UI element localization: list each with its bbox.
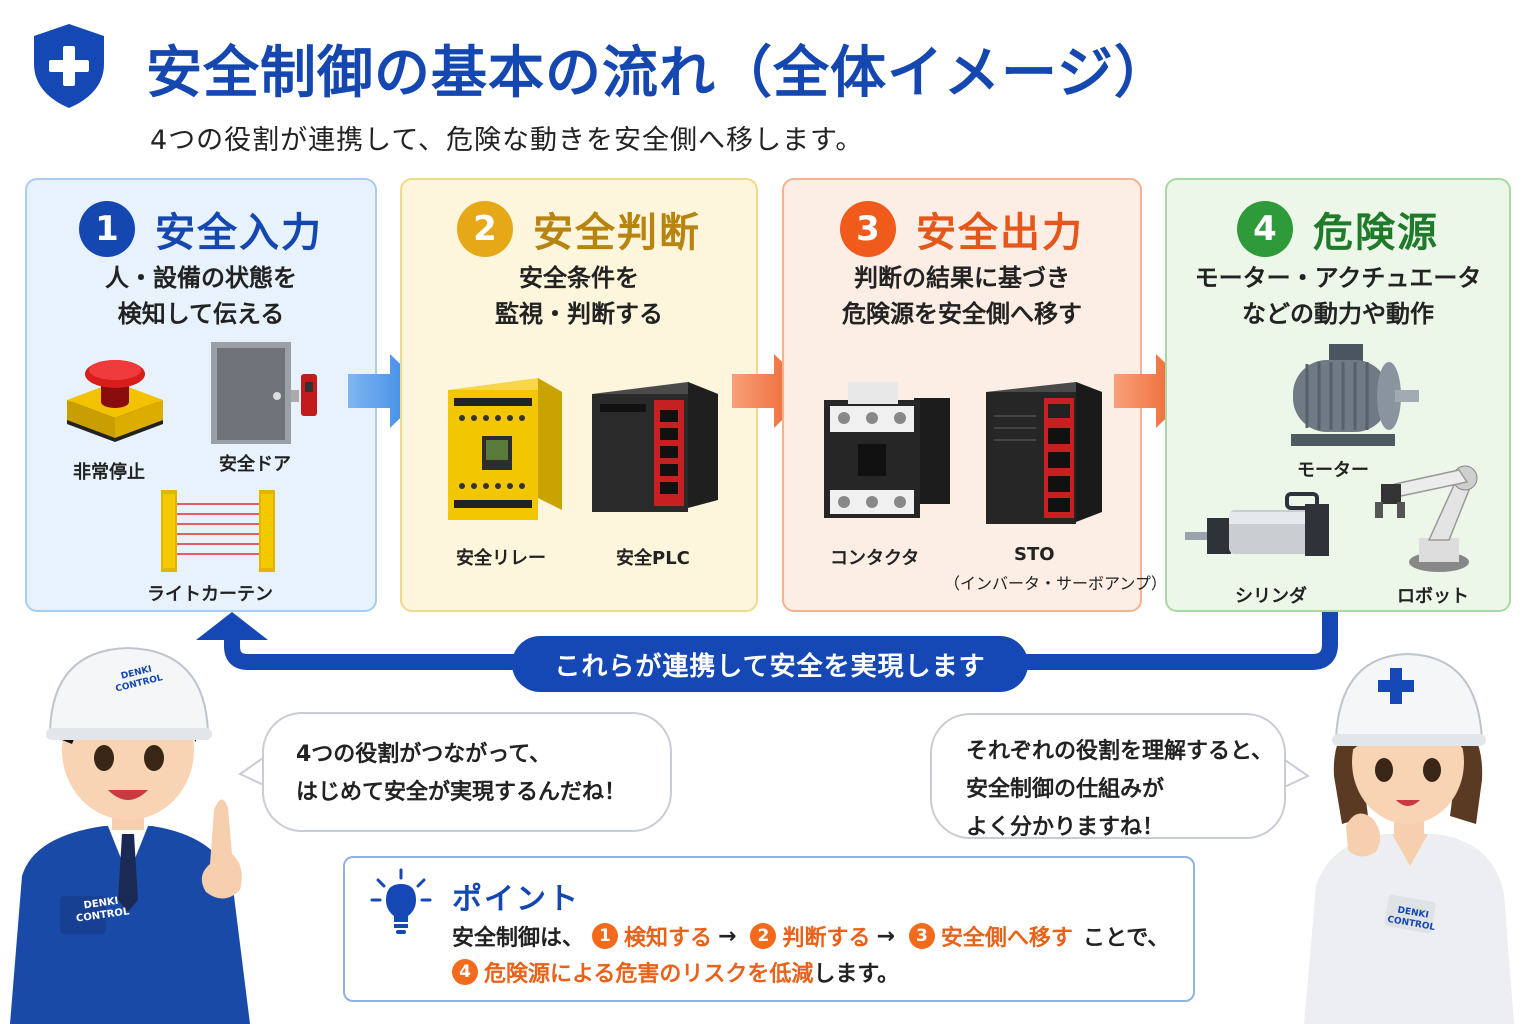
- device-label: ロボット: [1397, 586, 1469, 607]
- step-panel-safety-output: 3 安全出力 判断の結果に基づき 危険源を安全側へ移す コンタクタ STO （イ…: [782, 178, 1167, 612]
- point-line: 安全制御は、 1 検知する → 2 判断する → 3 安全側へ移す ことで、: [452, 920, 1169, 952]
- page-title: 安全制御の基本の流れ（全体イメージ）: [146, 41, 1171, 106]
- device-label: ライトカーテン: [147, 584, 273, 605]
- page-subtitle: 4つの役割が連携して、危険な動きを安全側へ移します。: [150, 125, 864, 156]
- point-text: 安全制御は、: [452, 926, 585, 951]
- point-step-text: 判断する: [782, 926, 871, 951]
- servo-amplifier-icon: [986, 382, 1102, 524]
- desc-line: 監視・判断する: [495, 300, 663, 328]
- step-label: 危険源: [1313, 210, 1439, 256]
- point-text: ことで、: [1082, 926, 1170, 951]
- bubble-line: それぞれの役割を理解すると、: [966, 739, 1274, 764]
- step-panel-hazard-source: 4 危険源 モーター・アクチュエータ などの動力や動作 モーター シリンダ: [1165, 178, 1511, 612]
- step-header: 4 危険源: [1167, 200, 1509, 258]
- step-label: 安全判断: [533, 210, 701, 256]
- cylinder-icon: [1185, 492, 1329, 556]
- device-label: コンタクタ: [830, 548, 920, 569]
- bubble-line: はじめて安全が実現するんだね！: [296, 780, 627, 805]
- motor-icon: [1291, 344, 1419, 446]
- safety-plc-icon: [592, 382, 718, 512]
- step-label: 安全出力: [916, 210, 1084, 256]
- step-number-mini: 4: [452, 959, 478, 985]
- engineer-boy-avatar: [10, 646, 250, 1024]
- device-label: 安全リレー: [456, 548, 546, 569]
- device-sublabel: （インバータ・サーボアンプ）: [944, 574, 1167, 593]
- contactor-icon: [824, 382, 950, 518]
- cooperation-banner: これらが連携して安全を実現します: [512, 636, 1028, 692]
- step-header: 3 安全出力: [784, 200, 1140, 258]
- bubble-line: よく分かりますね！: [966, 815, 1165, 840]
- arrow-glyph: →: [718, 923, 737, 949]
- desc-line: 判断の結果に基づき: [854, 264, 1070, 292]
- device-label: モーター: [1297, 460, 1369, 481]
- robot-arm-icon: [1375, 465, 1478, 572]
- desc-line: モーター・アクチュエータ: [1194, 264, 1482, 292]
- point-title: ポイント: [452, 882, 580, 917]
- bubble-line: 4つの役割がつながって、: [296, 742, 552, 767]
- step-header: 2 安全判断: [402, 200, 756, 258]
- step-panel-safety-judgment: 2 安全判断 安全条件を 監視・判断する 安全リレー 安全PLC: [400, 178, 758, 612]
- desc-line: 危険源を安全側へ移す: [842, 300, 1082, 328]
- point-step-text: 危険源による危害のリスクを低減: [484, 962, 814, 987]
- emergency-stop-icon: [67, 360, 163, 442]
- step-number-badge: 4: [1237, 201, 1293, 257]
- step-description: 安全条件を 監視・判断する: [402, 260, 756, 332]
- step-number-mini: 1: [592, 923, 619, 949]
- step-number-mini: 3: [908, 923, 935, 949]
- step-description: 判断の結果に基づき 危険源を安全側へ移す: [784, 260, 1140, 332]
- speech-bubble-right: それぞれの役割を理解すると、 安全制御の仕組みが よく分かりますね！: [930, 713, 1286, 840]
- bubble-line: 安全制御の仕組みが: [966, 777, 1165, 802]
- speech-bubble-left: 4つの役割がつながって、 はじめて安全が実現するんだね！: [262, 712, 672, 832]
- safety-door-icon: [211, 342, 317, 444]
- step-label: 安全入力: [155, 210, 323, 256]
- shield-plus-icon: [34, 24, 104, 108]
- desc-line: などの動力や動作: [1242, 300, 1434, 328]
- desc-line: 検知して伝える: [117, 300, 285, 328]
- step-number-badge: 2: [457, 201, 513, 257]
- light-curtain-icon: [161, 490, 275, 572]
- arrow-glyph: →: [876, 923, 895, 949]
- step-header: 1 安全入力: [27, 200, 375, 258]
- point-line: 4 危険源による危害のリスクを低減 します。: [452, 956, 899, 988]
- step-panel-safety-input: 1 安全入力 人・設備の状態を 検知して伝える 非常停止 安全ドア: [25, 178, 377, 612]
- lightbulb-icon: [370, 868, 432, 934]
- point-step-text: 検知する: [624, 926, 713, 951]
- device-label: STO: [1014, 544, 1055, 565]
- device-label: 安全ドア: [219, 454, 291, 475]
- step-number-badge: 3: [840, 201, 896, 257]
- step-description: モーター・アクチュエータ などの動力や動作: [1167, 260, 1509, 332]
- desc-line: 安全条件を: [519, 264, 639, 292]
- point-text: します。: [813, 962, 900, 987]
- point-step-text: 安全側へ移す: [940, 926, 1073, 951]
- step-number-badge: 1: [79, 201, 135, 257]
- desc-line: 人・設備の状態を: [105, 264, 297, 292]
- step-number-mini: 2: [750, 923, 777, 949]
- safety-relay-icon: [448, 378, 562, 520]
- device-label: 非常停止: [73, 462, 145, 483]
- device-label: シリンダ: [1235, 586, 1307, 607]
- device-label: 安全PLC: [616, 548, 690, 569]
- step-description: 人・設備の状態を 検知して伝える: [27, 260, 375, 332]
- engineer-girl-avatar: [1304, 652, 1514, 1024]
